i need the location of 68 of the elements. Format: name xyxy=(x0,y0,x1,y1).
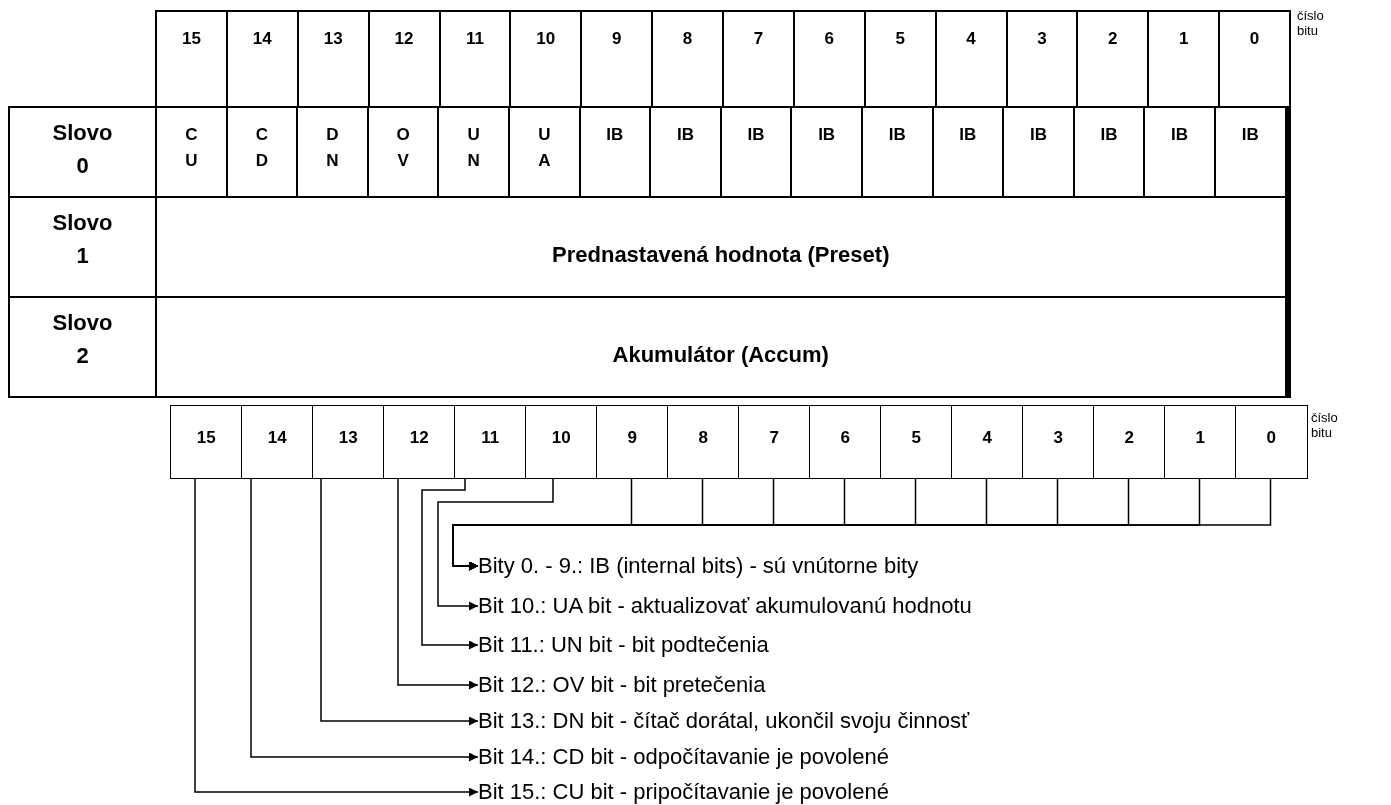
table-cell: 1 xyxy=(1149,12,1219,108)
table-cell: 10 xyxy=(511,12,581,108)
axis-caption: číslo bitu xyxy=(1311,410,1339,440)
table-cell: D N xyxy=(298,108,367,196)
bit-cell: 5 xyxy=(880,405,953,479)
bit-cell: 7 xyxy=(738,405,811,479)
bit-cell: 14 xyxy=(241,405,314,479)
table-cell: O V xyxy=(368,108,438,196)
bit-description: Bit 14.: CD bit - odpočítavanie je povolené xyxy=(478,745,889,769)
table-cell: 8 xyxy=(653,12,722,108)
table-cell: IB xyxy=(1004,108,1073,196)
table-cell: Slovo 1 xyxy=(10,198,155,296)
bit-cell: 3 xyxy=(1022,405,1095,479)
bit-cell: 6 xyxy=(809,405,882,479)
table-cell: Prednastavená hodnota (Preset) xyxy=(157,198,1285,296)
bit-cell: 13 xyxy=(312,405,385,479)
bit-cell: 10 xyxy=(525,405,598,479)
table-cell: 0 xyxy=(1220,12,1289,108)
table-cell: IB xyxy=(862,108,932,196)
connector-arrow xyxy=(421,478,479,650)
table-cell: 13 xyxy=(298,12,368,108)
axis-caption: číslo bitu xyxy=(1297,8,1325,38)
table-cell: Slovo 0 xyxy=(10,108,155,196)
bit-cell: 4 xyxy=(951,405,1024,479)
bit-description: Bit 13.: DN bit - čítač dorátal, ukončil svoju činnosť xyxy=(478,709,970,733)
bit-cell: 15 xyxy=(170,405,243,479)
table-cell: 3 xyxy=(1007,12,1077,108)
table-cell: 11 xyxy=(440,12,510,108)
table-cell: 7 xyxy=(724,12,793,108)
bit-description: Bit 11.: UN bit - bit podtečenia xyxy=(478,633,769,657)
table-cell: U A xyxy=(509,108,579,196)
table-cell: IB xyxy=(651,108,720,196)
bit-cell: 8 xyxy=(667,405,740,479)
table-cell: 9 xyxy=(582,12,652,108)
table-cell: 6 xyxy=(794,12,864,108)
table-cell: IB xyxy=(1215,108,1285,196)
table-cell: IB xyxy=(792,108,861,196)
bit-cell: 1 xyxy=(1164,405,1237,479)
table-cell: 4 xyxy=(936,12,1006,108)
table-cell: IB xyxy=(1145,108,1214,196)
bit-cell: 9 xyxy=(596,405,669,479)
table-cell: 2 xyxy=(1078,12,1148,108)
table-cell: IB xyxy=(1074,108,1144,196)
bit-description: Bit 10.: UA bit - aktualizovať akumulovanú hodnotu xyxy=(478,594,972,618)
table-cell: IB xyxy=(721,108,791,196)
table-cell: IB xyxy=(580,108,650,196)
bit-cell: 11 xyxy=(454,405,527,479)
table-cell: C U xyxy=(157,108,226,196)
connector-arrow xyxy=(194,478,479,797)
table-cell: Akumulátor (Accum) xyxy=(157,298,1285,396)
table-cell: 15 xyxy=(157,12,226,108)
connector-arrow xyxy=(320,478,479,726)
connector-arrow xyxy=(437,478,554,611)
table-cell: 14 xyxy=(227,12,297,108)
table-cell: C D xyxy=(227,108,297,196)
table-cell: 5 xyxy=(865,12,935,108)
connector-arrow xyxy=(250,478,479,762)
bit-cell: 0 xyxy=(1235,405,1308,479)
table-cell: 12 xyxy=(369,12,439,108)
table-cell: Slovo 2 xyxy=(10,298,155,396)
bit-description: Bity 0. - 9.: IB (internal bits) - sú vnútorne bity xyxy=(478,554,919,578)
bit-cell: 12 xyxy=(383,405,456,479)
table-cell: U N xyxy=(439,108,508,196)
connector-arrow xyxy=(397,478,479,690)
table-cell: IB xyxy=(933,108,1003,196)
bit-description: Bit 12.: OV bit - bit pretečenia xyxy=(478,673,766,697)
bit-cell: 2 xyxy=(1093,405,1166,479)
bit-description: Bit 15.: CU bit - pripočítavanie je povolené xyxy=(478,780,889,804)
